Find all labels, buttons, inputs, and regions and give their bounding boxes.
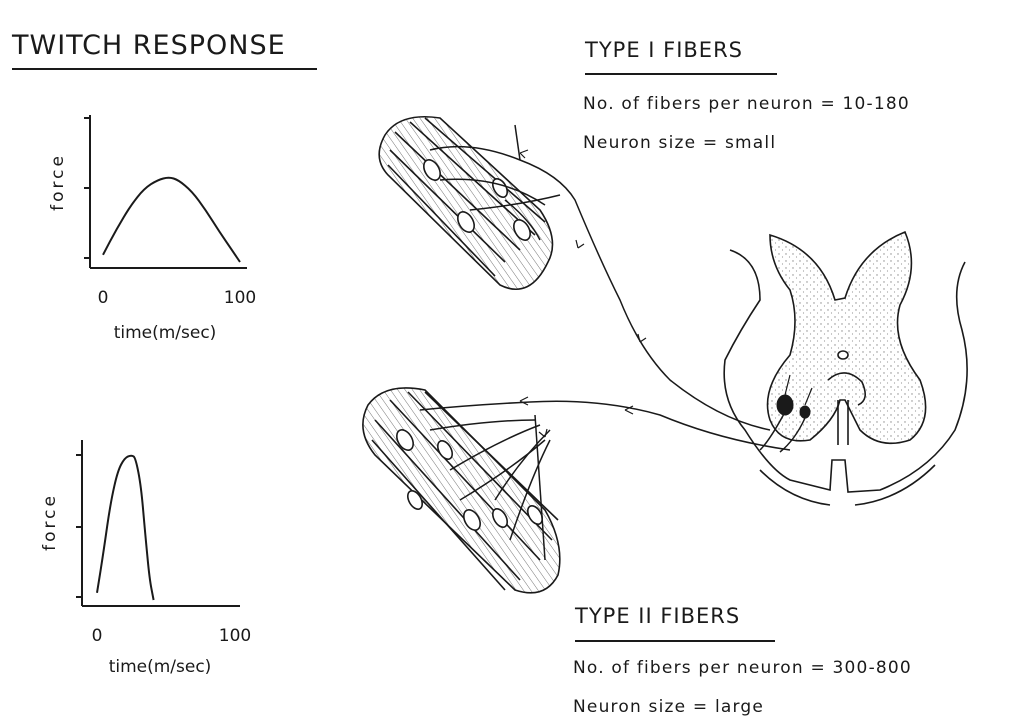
type1-small-neuron xyxy=(800,406,810,418)
type1-muscle-fibers xyxy=(379,117,552,289)
spinal-cord xyxy=(724,232,967,505)
type2-muscle-fibers xyxy=(363,388,560,593)
impulse-arrows xyxy=(520,150,646,437)
